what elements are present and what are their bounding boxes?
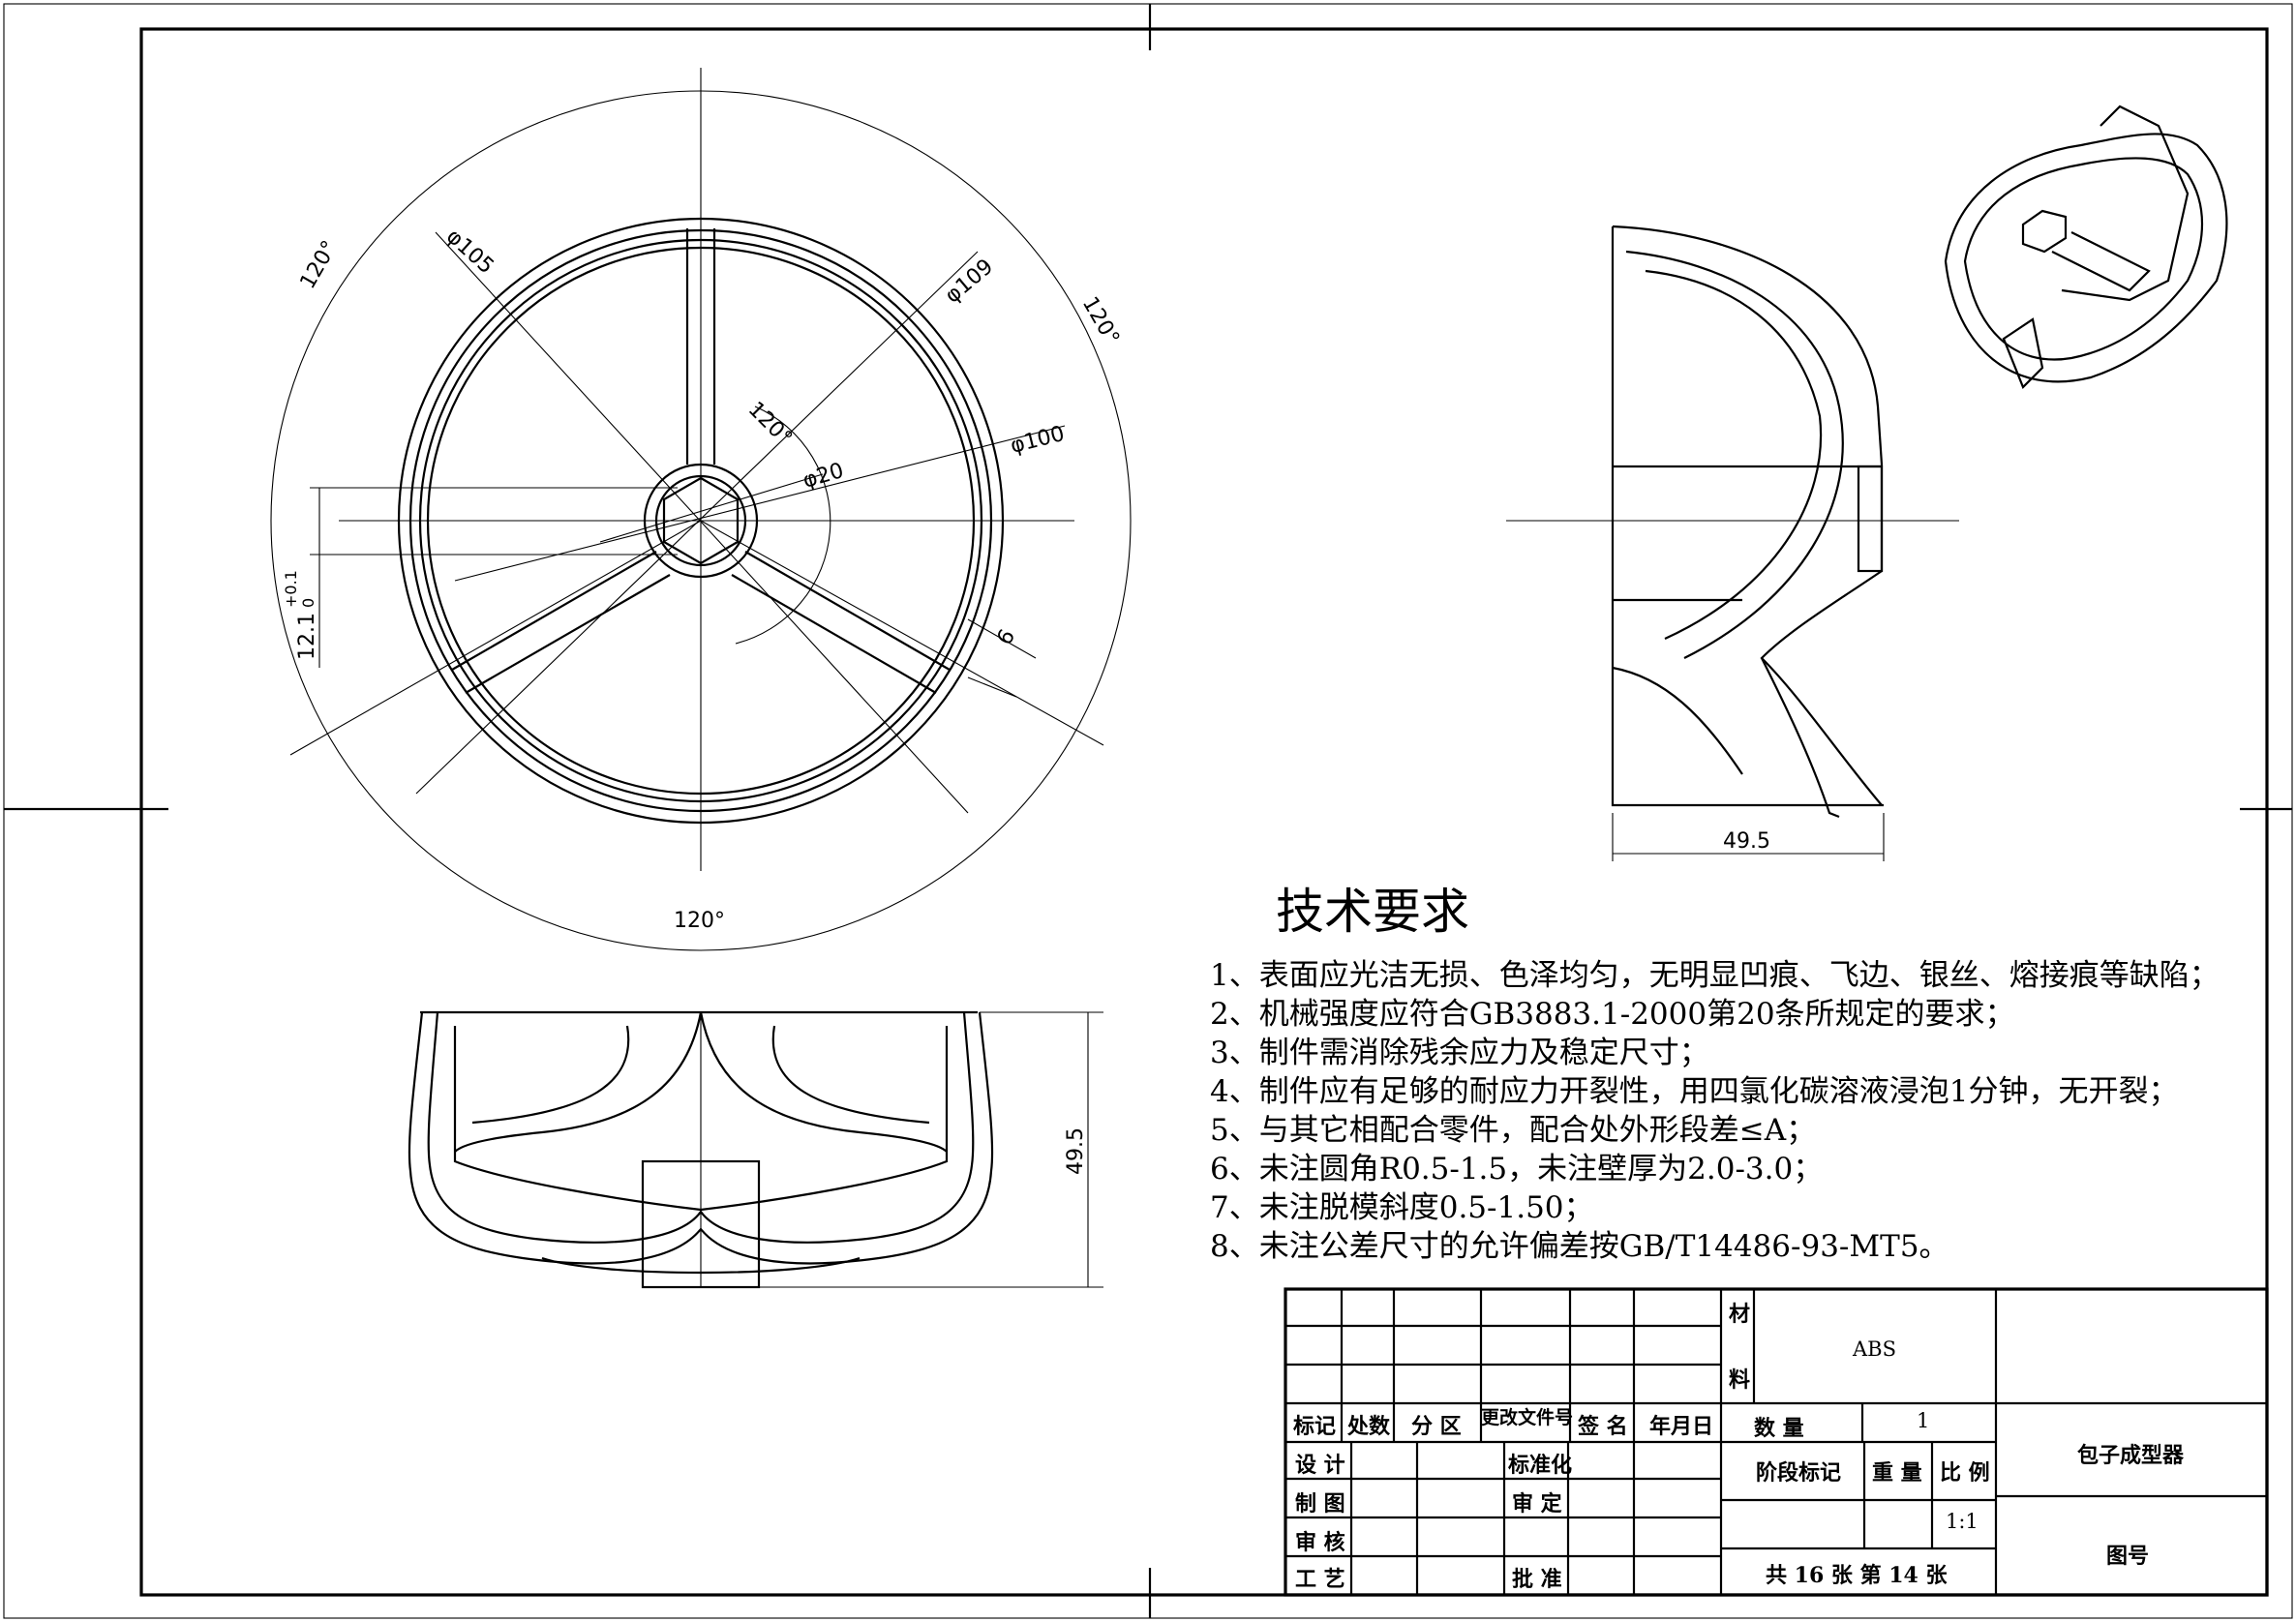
material-label-1: 材 bbox=[1729, 1302, 1751, 1327]
col-sign: 签 名 bbox=[1578, 1414, 1628, 1439]
dim-tol-upper: +0.1 bbox=[282, 570, 300, 608]
requirement-item: 5、与其它相配合零件，配合处外形段差≤A； bbox=[1210, 1113, 1817, 1148]
dim-rib-width: 6 bbox=[993, 625, 1021, 649]
requirement-item: 8、未注公差尺寸的允许偏差按GB/T14486-93-MT5。 bbox=[1210, 1229, 1949, 1264]
top-view: 120° 120° 120° 120° φ105 φ109 φ100 φ20 1… bbox=[270, 68, 1132, 951]
dim-tol-lower: 0 bbox=[299, 598, 317, 608]
requirement-item: 7、未注脱模斜度0.5-1.50； bbox=[1210, 1190, 1594, 1225]
dim-angle-top-right: 120° bbox=[1077, 293, 1124, 349]
scale-label: 比 例 bbox=[1940, 1460, 1990, 1486]
col-count: 处数 bbox=[1347, 1414, 1391, 1439]
review-label: 审 定 bbox=[1512, 1491, 1562, 1517]
requirements-list: 1、表面应光洁无损、色泽均匀，无明显凹痕、飞边、银丝、熔接痕等缺陷； 2、机械强… bbox=[1210, 956, 2220, 1266]
col-doc: 更改文件号 bbox=[1481, 1407, 1574, 1428]
side-view: 49.5 bbox=[1506, 225, 1959, 861]
quantity-value: 1 bbox=[1917, 1409, 1930, 1432]
col-zone: 分 区 bbox=[1411, 1414, 1462, 1439]
approve-label: 批 准 bbox=[1512, 1567, 1562, 1592]
inner-frame bbox=[139, 27, 2269, 1597]
dim-angle-top-left: 120° bbox=[296, 237, 343, 293]
requirement-item: 2、机械强度应符合GB3883.1-2000第20条所规定的要求； bbox=[1210, 997, 2015, 1032]
drawing-no-label: 图号 bbox=[2106, 1544, 2150, 1569]
col-date: 年月日 bbox=[1649, 1414, 1714, 1439]
requirement-item: 4、制件应有足够的耐应力开裂性，用四氯化碳溶液浸泡1分钟，无开裂； bbox=[1210, 1074, 2179, 1109]
process-label: 工 艺 bbox=[1295, 1567, 1345, 1592]
dim-dia105: φ105 bbox=[441, 225, 498, 279]
iso-view bbox=[1944, 105, 2228, 389]
dim-front-height: 49.5 bbox=[1064, 1127, 1088, 1175]
centering-marks bbox=[4, 4, 2292, 1618]
dim-dia109: φ109 bbox=[941, 255, 998, 308]
material-value: ABS bbox=[1853, 1337, 1896, 1361]
requirement-item: 6、未注圆角R0.5-1.5，未注壁厚为2.0-3.0； bbox=[1210, 1152, 1824, 1186]
dim-side-width: 49.5 bbox=[1723, 829, 1770, 854]
col-mark: 标记 bbox=[1293, 1414, 1337, 1439]
weight-label: 重 量 bbox=[1872, 1460, 1922, 1486]
outer-border bbox=[3, 3, 2293, 1619]
title-block-grid bbox=[1284, 1287, 2269, 1597]
check-label: 审 核 bbox=[1295, 1530, 1345, 1555]
quantity-label: 数 量 bbox=[1754, 1416, 1804, 1441]
front-view: 49.5 bbox=[408, 1010, 1103, 1289]
draw-label: 制 图 bbox=[1295, 1491, 1345, 1517]
requirement-item: 1、表面应光洁无损、色泽均匀，无明显凹痕、飞边、银丝、熔接痕等缺陷； bbox=[1210, 958, 2220, 993]
requirement-item: 3、制件需消除残余应力及稳定尺寸； bbox=[1210, 1036, 1709, 1070]
dim-angle-bottom: 120° bbox=[674, 909, 725, 933]
scale-value: 1:1 bbox=[1946, 1510, 1979, 1533]
material-label-2: 料 bbox=[1729, 1367, 1751, 1393]
dim-angle-center: 120° bbox=[743, 398, 797, 451]
stage-label: 阶段标记 bbox=[1756, 1460, 1842, 1486]
dim-dia100: φ100 bbox=[1008, 422, 1067, 459]
standardize-label: 标准化 bbox=[1508, 1453, 1573, 1478]
part-name: 包子成型器 bbox=[2077, 1443, 2185, 1468]
dim-dia20: φ20 bbox=[801, 459, 847, 494]
sheet-count: 共 16 张 第 14 张 bbox=[1766, 1563, 1948, 1588]
dim-height-12: 12.1 bbox=[295, 613, 319, 660]
requirements-title: 技术要求 bbox=[1276, 884, 1469, 940]
design-label: 设 计 bbox=[1295, 1453, 1345, 1478]
